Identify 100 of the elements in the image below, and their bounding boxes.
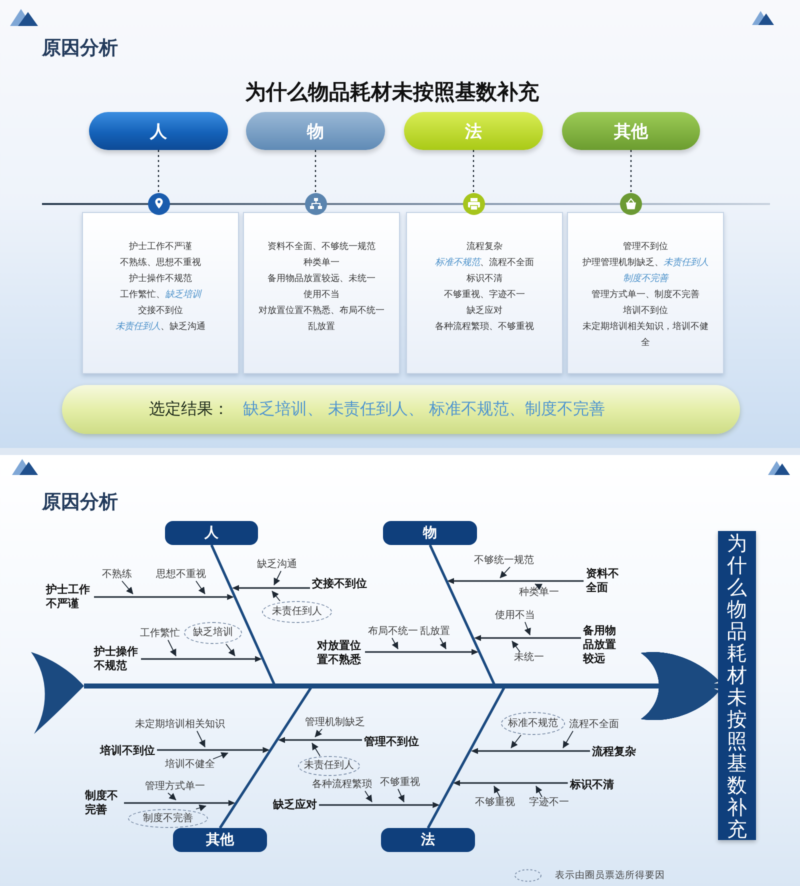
cause-text: 护理管理机制缺乏、未责任到人 xyxy=(582,256,710,270)
cause-text: 护士操作不规范 xyxy=(128,272,193,286)
arrow xyxy=(534,584,543,590)
sub-cause-label: 思想不重视 xyxy=(156,569,206,581)
sub-cause-label: 管理机制缺乏 xyxy=(305,717,365,729)
arrow xyxy=(536,786,542,798)
category-pill: 人 xyxy=(89,112,228,150)
arrow xyxy=(398,788,404,802)
cause-text: 交接不到位 xyxy=(137,304,184,318)
arrow xyxy=(196,580,206,594)
cause-text: 标识不清 xyxy=(466,272,504,286)
cause-label: 标识不清 xyxy=(570,778,614,792)
cause-text: 各种流程繁琐、不够重视 xyxy=(434,320,535,334)
dotted-connector xyxy=(158,150,160,193)
arrow xyxy=(392,638,398,650)
arrow xyxy=(272,590,280,602)
cause-card xyxy=(567,212,724,374)
arrow xyxy=(196,804,206,812)
fishbone-branch xyxy=(278,737,362,743)
category-pill: 人 xyxy=(165,521,258,545)
circled-cause-label: 未责任到人 xyxy=(298,756,360,776)
sub-cause-label: 培训不健全 xyxy=(165,759,215,771)
arrow xyxy=(212,752,228,760)
fishbone-branch xyxy=(453,780,568,786)
arrow xyxy=(274,570,282,586)
cause-card xyxy=(406,212,563,374)
sub-cause-label: 各种流程繁琐 xyxy=(312,779,372,791)
cause-text: 缺乏应对 xyxy=(466,304,504,318)
fishbone-branch xyxy=(319,802,440,808)
fish-tail xyxy=(30,652,84,734)
fishbone-branch xyxy=(365,649,478,655)
cause-card xyxy=(82,212,239,374)
cause-label: 交接不到位 xyxy=(312,577,367,591)
sub-cause-label: 不够重视 xyxy=(475,797,515,809)
cause-text: 未定期培训相关知识，培训不健全 xyxy=(582,320,710,350)
arrow xyxy=(510,734,522,748)
fishbone-branch xyxy=(232,585,310,591)
sub-cause-label: 流程不全面 xyxy=(569,719,619,731)
cause-text: 流程复杂 xyxy=(466,240,504,254)
cause-text: 培训不到位 xyxy=(622,304,669,318)
arrow xyxy=(440,638,446,650)
cause-text: 使用不当 xyxy=(302,288,340,302)
arrow xyxy=(364,790,372,802)
cause-text: 乱放置 xyxy=(307,320,336,334)
cause-label: 管理不到位 xyxy=(364,735,419,749)
sub-cause-label: 使用不当 xyxy=(495,610,535,622)
hierarchy-icon xyxy=(304,193,326,215)
cause-label: 培训不到位 xyxy=(100,744,155,758)
cause-label: 制度不完善 xyxy=(85,789,119,817)
sub-cause-label: 不熟练 xyxy=(102,569,132,581)
dotted-connector xyxy=(630,150,632,193)
cause-text: 不熟练、思想不重视 xyxy=(119,256,202,270)
cause-text: 工作繁忙、缺乏培训 xyxy=(119,288,203,302)
cause-label: 备用物品放置较远 xyxy=(583,624,617,666)
basket-icon xyxy=(620,193,642,215)
arrow xyxy=(312,742,320,756)
slide-heading: 原因分析 xyxy=(42,36,118,61)
sub-cause-label: 种类单一 xyxy=(519,587,559,599)
circled-cause-label: 标准不规范 xyxy=(501,712,565,735)
sub-cause-label: 缺乏沟通 xyxy=(257,559,297,571)
arrow xyxy=(168,792,176,800)
category-pill: 其他 xyxy=(562,112,700,150)
dotted-connector xyxy=(314,150,316,193)
result-text: 缺乏培训、 未责任到人、 标准不规范、制度不完善 xyxy=(243,399,606,420)
cause-text: 护士工作不严谨 xyxy=(128,240,193,254)
cause-label: 护士工作不严谨 xyxy=(46,583,91,611)
fishbone-branch xyxy=(157,747,270,753)
sub-cause-label: 不够统一规范 xyxy=(474,555,534,567)
cause-text: 资料不全面、不够统一规范 xyxy=(266,240,376,254)
circled-cause-label: 缺乏培训 xyxy=(184,622,242,644)
cause-text: 管理方式单一、制度不完善 xyxy=(590,288,700,302)
sub-cause-label: 乱放置 xyxy=(420,626,450,638)
fishbone-branch xyxy=(470,748,590,754)
sub-cause-label: 管理方式单一 xyxy=(145,781,205,793)
fishbone-branch xyxy=(124,800,236,806)
dotted-connector xyxy=(472,150,474,193)
arrow xyxy=(168,640,176,656)
category-pill: 法 xyxy=(404,112,543,150)
arrow xyxy=(494,786,500,798)
sub-cause-label: 未统一 xyxy=(514,652,544,664)
cause-text: 不够重视、字迹不一 xyxy=(443,288,526,302)
fishbone-branch xyxy=(141,656,262,662)
category-pill: 法 xyxy=(381,828,475,852)
cause-card xyxy=(243,212,400,374)
fishbone-branch xyxy=(474,635,581,641)
slide-heading: 原因分析 xyxy=(42,490,118,515)
cause-text: 制度不完善 xyxy=(622,272,670,286)
printer-icon xyxy=(462,193,484,215)
sub-cause-label: 工作繁忙 xyxy=(140,628,180,640)
location-pin-icon xyxy=(148,193,170,215)
sub-cause-label: 字迹不一 xyxy=(529,797,569,809)
cause-label: 资料不全面 xyxy=(586,567,620,595)
cause-text: 未责任到人、缺乏沟通 xyxy=(114,320,206,334)
fishbone-branch xyxy=(94,594,234,600)
cause-label: 护士操作不规范 xyxy=(94,645,139,673)
arrow xyxy=(562,730,574,748)
circled-cause-label: 未责任到人 xyxy=(262,601,332,623)
legend-text: 表示由圈员票选所得要因 xyxy=(555,870,665,882)
cause-text: 标准不规范、流程不全面 xyxy=(434,256,535,270)
fishbone-branch xyxy=(447,578,584,584)
